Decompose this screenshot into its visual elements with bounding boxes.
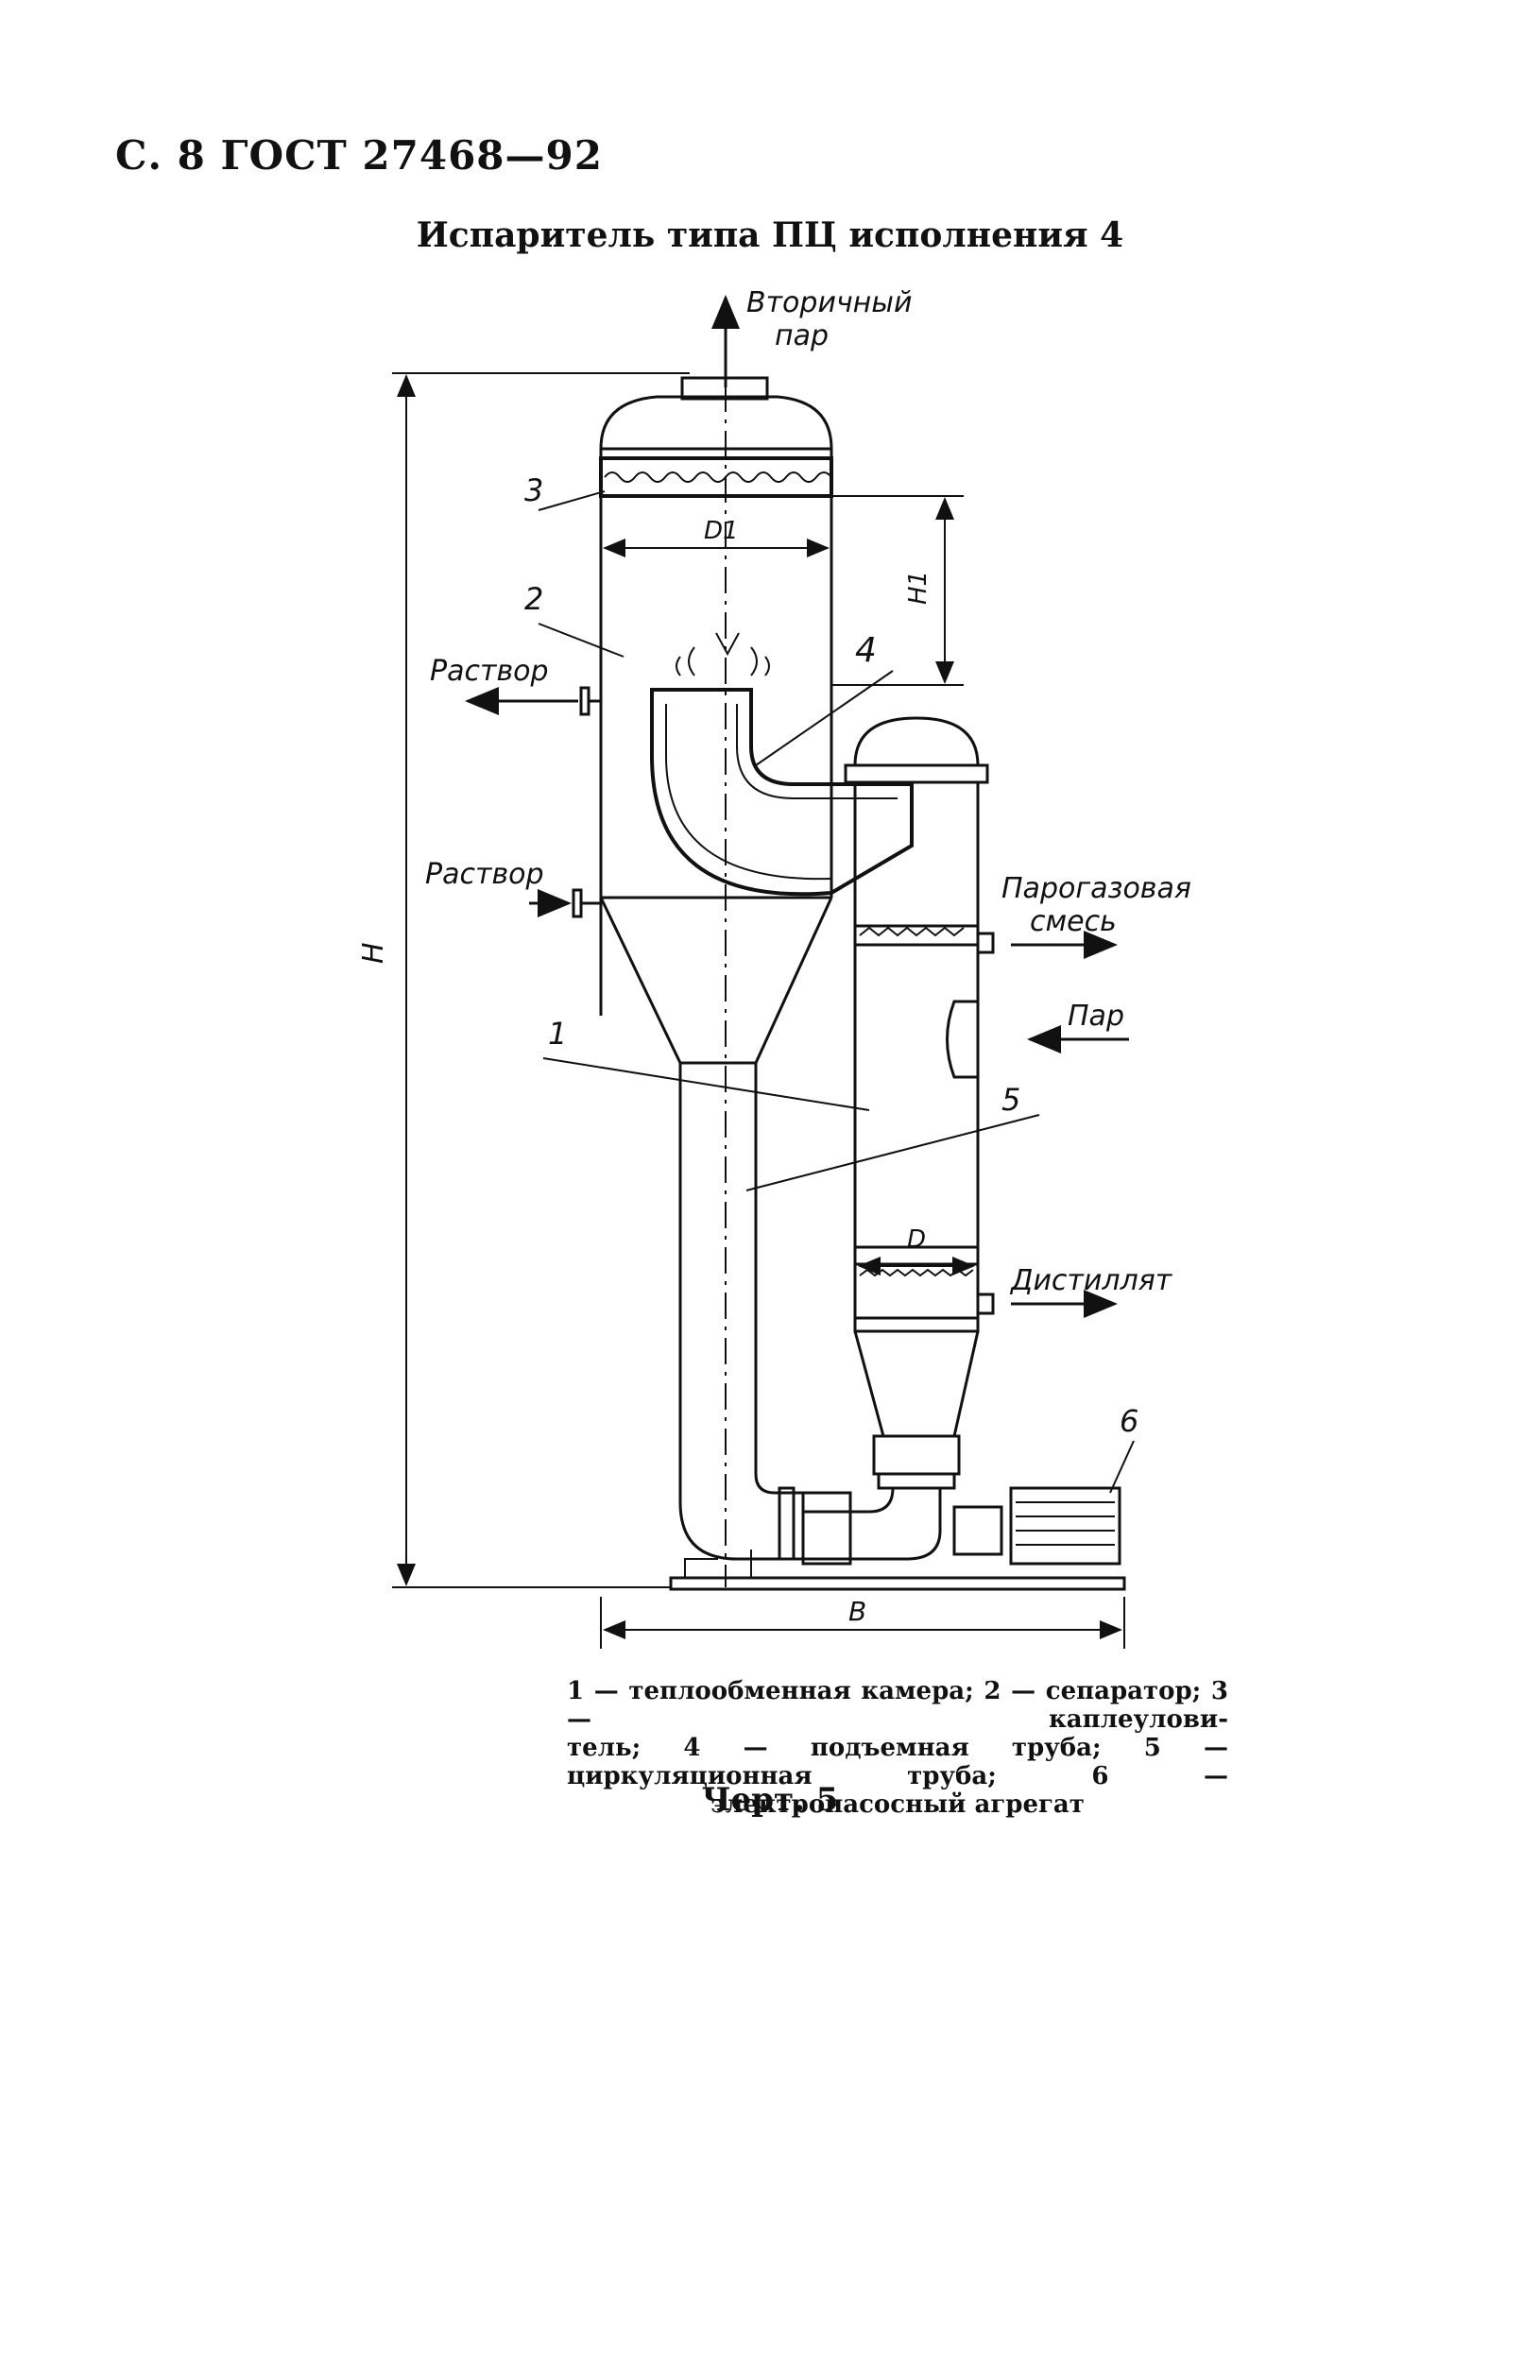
label-solution-out: Раствор [430,655,549,688]
callout-4: 4 [855,631,877,670]
caption-line-3: электронасосный агрегат [710,1790,1085,1819]
circulation-pipe [784,1487,942,1561]
dim-d: D [907,1225,926,1254]
callout-5: 5 [1001,1082,1020,1118]
callout-2: 2 [524,581,543,617]
label-secondary-steam-1: Вторичный [746,286,912,319]
caption-line-2: тель; 4 — подъемная труба; 5 — циркуляци… [567,1734,1228,1790]
heater-dome [853,716,980,766]
page-header: С. 8 ГОСТ 27468—92 [115,132,603,179]
label-solution-in: Раствор [425,858,544,891]
label-steam: Пар [1068,1000,1124,1033]
callout-3: 3 [524,472,543,508]
figure-title: Испаритель типа ПЦ исполнения 4 [416,215,1124,255]
callout-1: 1 [548,1016,567,1052]
label-gas-mix-2: смесь [1030,905,1117,938]
electric-motor [1009,1486,1121,1566]
figure-label: Черт. 5 [701,1781,839,1819]
pump [801,1491,852,1566]
dim-b: B [848,1596,866,1627]
cone [599,896,833,1064]
separator-vessel [599,395,833,1016]
label-secondary-steam-2: пар [775,319,829,352]
dim-h1: H1 [904,571,933,605]
label-distillate: Дистиллят [1009,1264,1173,1297]
callout-6: 6 [1120,1403,1138,1439]
figure-caption: 1 — теплообменная камера; 2 — сепаратор;… [567,1677,1228,1819]
caption-line-1: 1 — теплообменная камера; 2 — сепаратор;… [567,1677,1228,1734]
base-plate [669,1576,1126,1591]
label-gas-mix-1: Парогазовая [1001,872,1191,905]
dim-h: H [357,942,390,964]
dim-d1: D1 [704,517,739,545]
heat-exchange-chamber [678,1063,803,1561]
riser-pipe [650,688,914,897]
